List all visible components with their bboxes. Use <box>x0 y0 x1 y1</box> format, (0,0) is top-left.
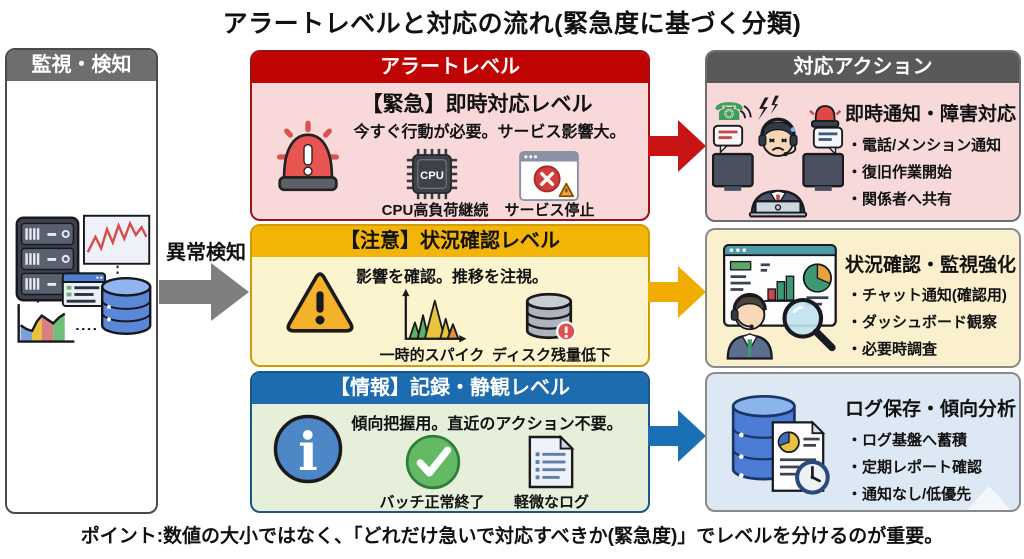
info-circle-icon: i <box>273 414 343 484</box>
info-example-log-label: 軽微なログ <box>513 494 589 511</box>
action-urgent-title: 即時通知・障害対応 <box>845 104 1017 125</box>
action-info-title: ログ保存・傾向分析 <box>845 399 1017 420</box>
svg-text:☎: ☎ <box>714 97 745 126</box>
caution-example-spike-label: 一時的スパイク <box>379 347 485 364</box>
watermark-triangle <box>966 486 1012 510</box>
action-info-box: ログ保存・傾向分析 ・ログ基盤へ蓄積 ・定期レポート確認 ・通知なし/低優先 <box>705 372 1021 512</box>
info-level-title: 【情報】記録・静観レベル <box>252 373 648 404</box>
urgent-example-service-label: サービス停止 <box>504 202 595 219</box>
cpu-chip-icon: CPU <box>406 148 458 200</box>
info-level-description: 傾向把握用。直近のアクション不要。 <box>351 416 623 433</box>
monitoring-panel-header: 監視・検知 <box>7 50 156 81</box>
bullet-item: ・復旧作業開始 <box>847 164 953 181</box>
caution-level-title: 【注意】状況確認レベル <box>252 226 648 257</box>
warning-triangle-icon <box>286 272 354 333</box>
action-urgent-box: 対応アクション ☎ <box>705 50 1021 222</box>
alert-column-header: アラートレベル <box>252 52 648 83</box>
action-column-header: 対応アクション <box>707 52 1019 83</box>
bullet-item: ・ログ基盤へ蓄積 <box>847 432 968 449</box>
info-flow-arrow-icon <box>648 410 706 462</box>
action-caution-bullets: ・チャット通知(確認用) ・ダッシュボード観察 ・必要時調査 <box>847 282 1007 363</box>
urgent-level-description: 今すぐ行動が必要。サービス影響大。 <box>353 124 626 141</box>
log-document-icon <box>528 434 575 489</box>
action-caution-box: 状況確認・監視強化 ・チャット通知(確認用) ・ダッシュボード観察 ・必要時調査 <box>705 228 1021 368</box>
bullet-item: ・定期レポート確認 <box>847 459 983 476</box>
bullet-item: ・チャット通知(確認用) <box>847 287 1007 304</box>
svg-text:i: i <box>298 422 318 483</box>
check-circle-icon <box>405 434 461 490</box>
caution-example-disk-label: ディスク残量低下 <box>492 347 611 364</box>
alert-level-urgent-box: アラートレベル 【緊急】即時対応レベル 今すぐ行動が必要。サービス影響大。 <box>250 50 650 221</box>
bullet-item: ・電話/メンション通知 <box>847 137 1002 154</box>
caution-level-description: 影響を確認。推移を注視。 <box>355 269 548 286</box>
dashboard-watch-icon <box>723 244 837 360</box>
action-info-bullets: ・ログ基盤へ蓄積 ・定期レポート確認 ・通知なし/低優先 <box>847 427 982 508</box>
urgent-example-cpu-label: CPU高負荷継続 <box>381 202 489 219</box>
footer-note: ポイント:数値の大小ではなく、「どれだけ急いで対応すべきか(緊急度)」でレベルを… <box>80 526 944 547</box>
bullet-item: ・通知なし/低優先 <box>847 486 972 503</box>
monitoring-panel: 監視・検知 <box>5 48 158 514</box>
alert-level-info-box: 【情報】記録・静観レベル 傾向把握用。直近のアクション不要。 i バッチ正常終了… <box>250 371 650 513</box>
service-stop-icon <box>519 150 579 202</box>
siren-icon <box>277 120 339 192</box>
urgent-flow-arrow-icon <box>648 120 706 172</box>
svg-text:CPU: CPU <box>420 170 444 182</box>
anomaly-detection-label: 異常検知 <box>166 242 246 264</box>
bullet-item: ・ダッシュボード観察 <box>847 314 998 331</box>
action-urgent-bullets: ・電話/メンション通知 ・復旧作業開始 ・関係者へ共有 <box>847 132 1001 213</box>
monitoring-illustration-icon <box>15 214 152 343</box>
page-title: アラートレベルと対応の流れ(緊急度に基づく分類) <box>222 10 802 38</box>
caution-flow-arrow-icon <box>648 266 706 318</box>
incident-operator-icon: ☎ <box>712 95 844 218</box>
bullet-item: ・必要時調査 <box>847 341 938 358</box>
spike-chart-icon <box>402 288 467 343</box>
info-example-batch-label: バッチ正常終了 <box>379 494 485 511</box>
log-analysis-icon <box>731 394 830 495</box>
alert-level-caution-box: 【注意】状況確認レベル 影響を確認。推移を注視。 一時的スパイク <box>250 224 650 367</box>
disk-low-icon <box>525 292 577 342</box>
action-caution-title: 状況確認・監視強化 <box>845 255 1017 276</box>
anomaly-detection-arrow-icon <box>159 263 249 321</box>
bullet-item: ・関係者へ共有 <box>847 191 953 208</box>
urgent-level-title: 【緊急】即時対応レベル <box>361 93 593 116</box>
